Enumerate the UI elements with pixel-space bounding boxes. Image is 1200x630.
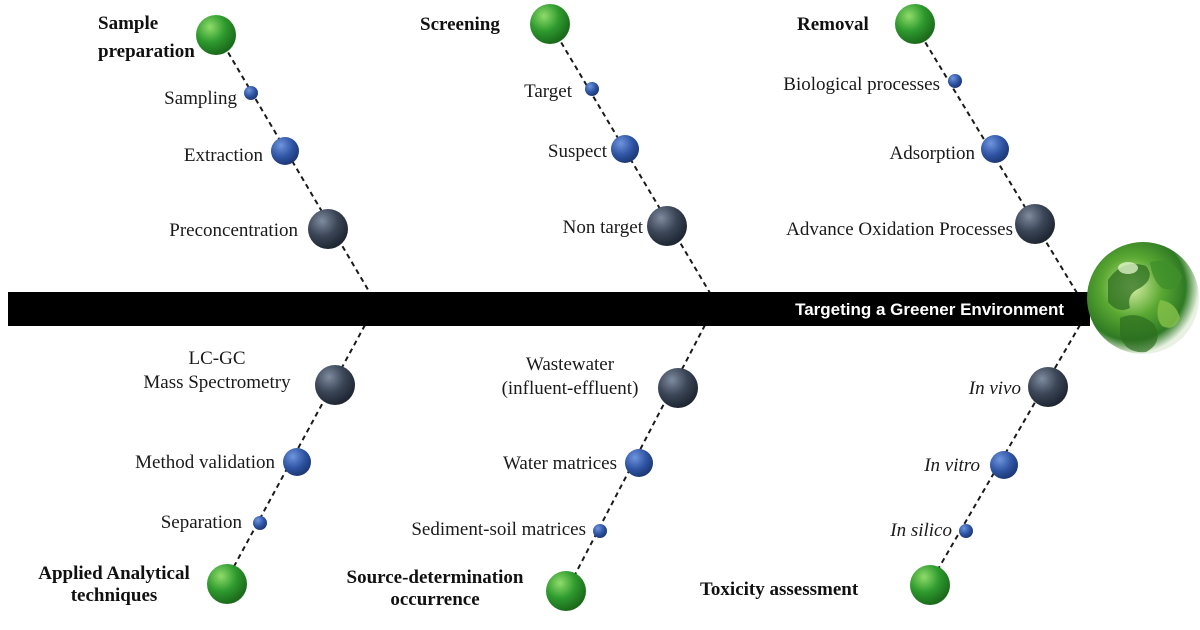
category-label-line: techniques (71, 585, 158, 606)
item-label-removal-0: Biological processes (783, 74, 940, 95)
category-node-sample-preparation (196, 15, 236, 55)
item-node-toxicity-assessment-2 (959, 524, 973, 538)
item-label-removal-2: Advance Oxidation Processes (786, 219, 1013, 240)
item-node-screening-0 (585, 82, 599, 96)
item-label-applied-analytical-techniques-1: Method validation (135, 452, 275, 473)
category-label-line: Source-determination (347, 567, 524, 588)
item-node-toxicity-assessment-1 (990, 451, 1018, 479)
item-node-applied-analytical-techniques-2 (253, 516, 267, 530)
globe-icon (1087, 242, 1199, 354)
item-label-screening-0: Target (524, 81, 573, 102)
spine-label: Targeting a Greener Environment (795, 300, 1064, 319)
item-label-screening-2: Non target (563, 217, 644, 238)
item-label-applied-analytical-techniques-0: LC-GC Mass Spectrometry (143, 348, 291, 393)
spine-bar (8, 292, 1090, 326)
item-node-screening-2 (647, 206, 687, 246)
item-node-sample-preparation-2 (308, 209, 348, 249)
category-label-line: Screening (420, 14, 500, 35)
category-label-line: Toxicity assessment (700, 579, 859, 600)
item-node-source-determination-0 (658, 368, 698, 408)
item-label-source-determination-0: Wastewater (influent-effluent) (502, 354, 639, 399)
category-node-source-determination (546, 571, 586, 611)
item-node-source-determination-2 (593, 524, 607, 538)
bone-line-toxicity-assessment (929, 324, 1081, 584)
item-label-screening-1: Suspect (548, 141, 608, 162)
item-label-toxicity-assessment-1: In vitro (923, 455, 980, 476)
item-label-toxicity-assessment-0: In vivo (968, 378, 1021, 399)
item-label-sample-preparation-2: Preconcentration (169, 220, 298, 241)
item-node-toxicity-assessment-0 (1028, 367, 1068, 407)
category-label-line: Removal (797, 14, 869, 35)
category-label-screening: Screening (420, 14, 500, 35)
item-node-applied-analytical-techniques-1 (283, 448, 311, 476)
item-label-sample-preparation-0: Sampling (164, 88, 237, 109)
item-label-applied-analytical-techniques-2: Separation (161, 512, 243, 533)
item-node-sample-preparation-1 (271, 137, 299, 165)
category-node-removal (895, 4, 935, 44)
category-label-removal: Removal (797, 14, 869, 35)
category-node-toxicity-assessment (910, 565, 950, 605)
item-node-removal-1 (981, 135, 1009, 163)
item-label-toxicity-assessment-2: In silico (889, 520, 952, 541)
item-node-screening-1 (611, 135, 639, 163)
category-node-applied-analytical-techniques (207, 564, 247, 604)
item-label-source-determination-2: Sediment-soil matrices (411, 519, 586, 540)
item-label-line: LC-GC (189, 348, 246, 369)
item-label-line: Wastewater (526, 354, 615, 375)
item-label-source-determination-1: Water matrices (503, 453, 617, 474)
category-label-line: occurrence (390, 589, 479, 610)
category-label-toxicity-assessment: Toxicity assessment (700, 579, 859, 600)
item-node-applied-analytical-techniques-0 (315, 365, 355, 405)
category-label-line: preparation (98, 41, 195, 62)
bone-line-sample-preparation (218, 36, 371, 294)
category-label-line: Sample (98, 13, 158, 34)
item-label-sample-preparation-1: Extraction (184, 145, 264, 166)
category-label-line: Applied Analytical (38, 563, 190, 584)
item-node-removal-0 (948, 74, 962, 88)
category-label-sample-preparation: Sample preparation (98, 13, 195, 62)
item-label-line: (influent-effluent) (502, 378, 639, 399)
item-node-sample-preparation-0 (244, 86, 258, 100)
item-label-line: Mass Spectrometry (143, 372, 291, 393)
item-label-removal-1: Adsorption (890, 143, 976, 164)
item-node-removal-2 (1015, 204, 1055, 244)
item-node-source-determination-1 (625, 449, 653, 477)
category-node-screening (530, 4, 570, 44)
